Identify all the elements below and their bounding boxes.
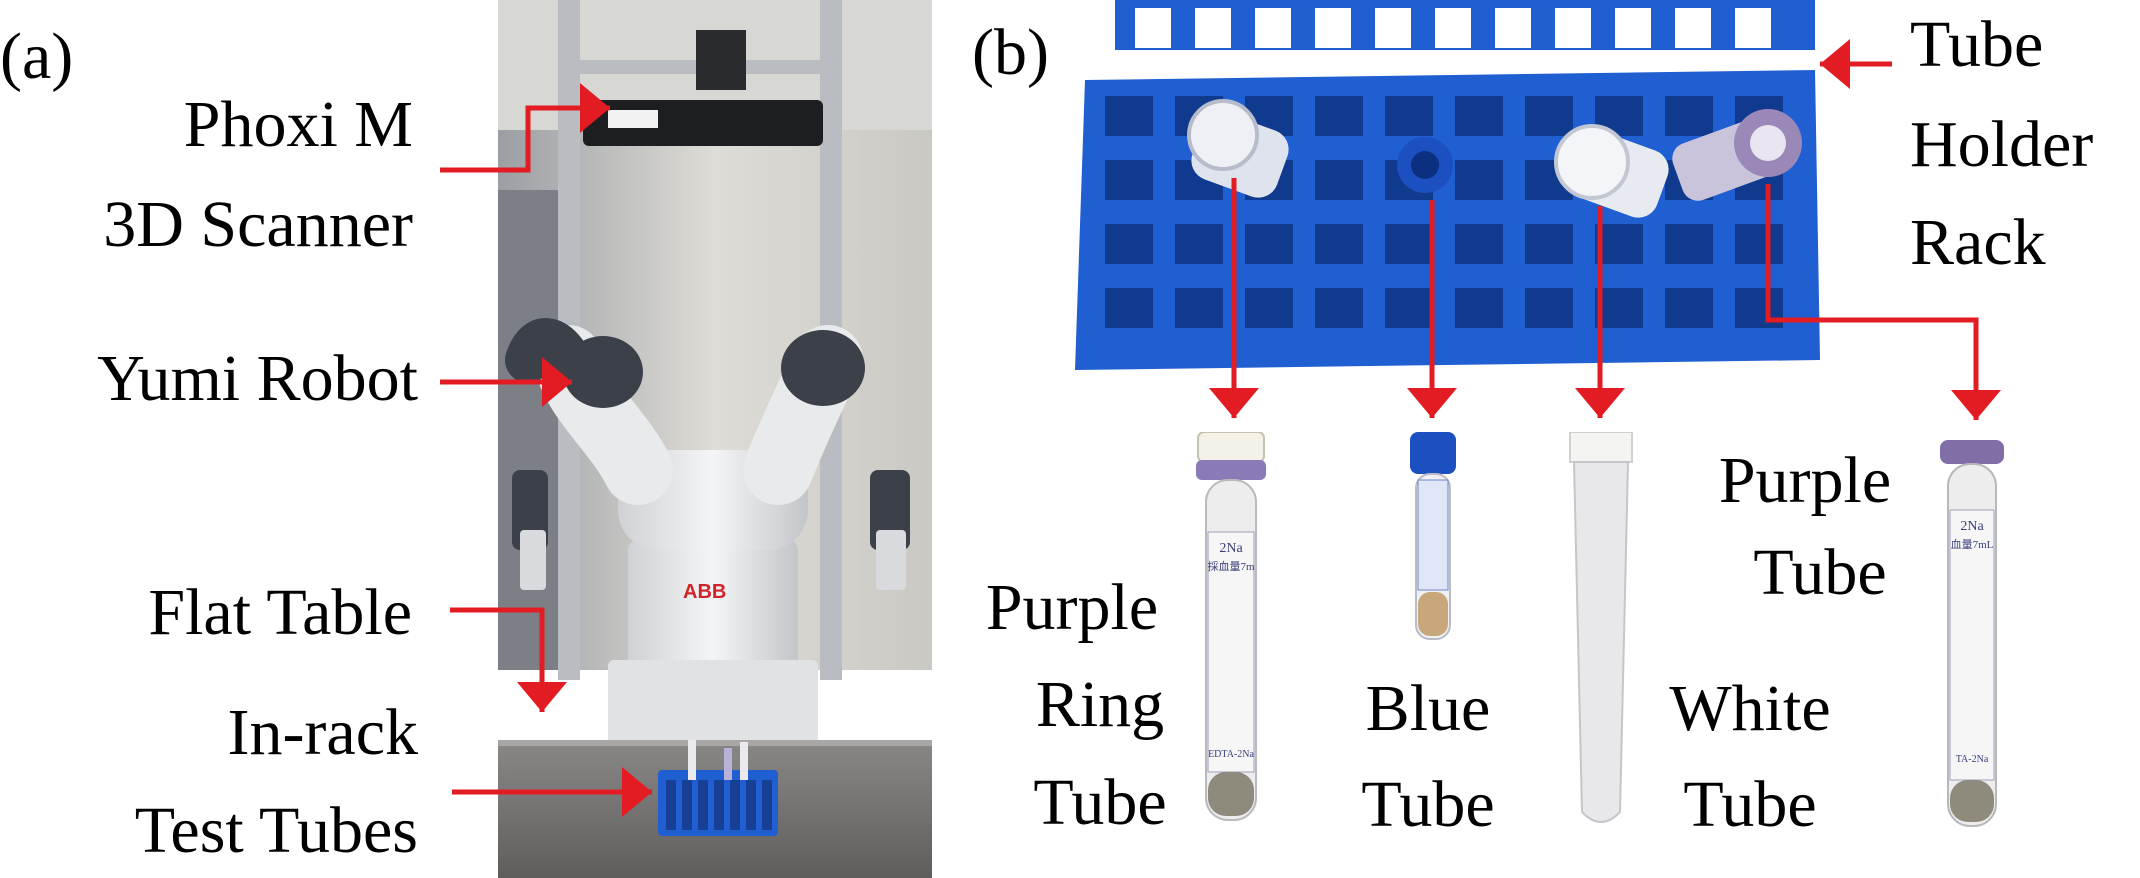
purple-label-line2: Tube (1753, 536, 1887, 609)
robot-setup-illustration: ABB (498, 0, 932, 878)
rack-label-line1: Tube (1910, 8, 2044, 81)
purple-ring-tube-volume: 採血量7m (1207, 559, 1254, 573)
scanner-label-line2: 3D Scanner (103, 188, 413, 261)
blue-label-line2: Tube (1361, 768, 1495, 841)
white-label-line1: White (1669, 672, 1831, 745)
arrow-icon (1765, 184, 2001, 420)
purple-ring-label-line1: Purple (985, 571, 1159, 644)
blue-label-line1: Blue (1365, 672, 1491, 745)
purple-tube-volume: 血量7mL (1951, 537, 1994, 551)
rack-label-line2: Holder (1910, 108, 2094, 181)
rack-tube-white (1554, 124, 1669, 218)
purple-ring-tube-photo: 2Na 採血量7m EDTA-2Na (1196, 432, 1266, 832)
arrow-icon (440, 83, 610, 173)
robot-label: Yumi Robot (97, 342, 418, 415)
tube-rack-illustration (1075, 0, 1825, 374)
rack-label-line3: Rack (1910, 206, 2046, 279)
purple-ring-tube-code: 2Na (1219, 541, 1243, 556)
table-label: Flat Table (148, 576, 412, 649)
purple-label-line1: Purple (1718, 444, 1892, 517)
tubes-label-line1: In-rack (227, 696, 418, 769)
scanner-label-line1: Phoxi M (183, 88, 413, 161)
purple-ring-label-line3: Tube (1033, 766, 1167, 839)
tube-rack-photo (1075, 0, 1825, 374)
purple-tube-code: 2Na (1960, 519, 1984, 534)
blue-tube-photo (1408, 432, 1458, 647)
rack-tube-purple (1672, 109, 1802, 201)
white-label-line2: Tube (1683, 768, 1817, 841)
purple-ring-tube-bottom-text: EDTA-2Na (1208, 749, 1254, 760)
rack-tube-purple-ring (1187, 99, 1289, 198)
panel-a-label: (a) (0, 20, 74, 93)
robot-setup-photo: ABB (498, 0, 932, 878)
purple-tube-bottom-text: TA-2Na (1956, 754, 1989, 765)
arrow-icon (450, 607, 567, 712)
abb-logo-text: ABB (683, 581, 726, 603)
purple-tube-photo: 2Na 血量7mL TA-2Na (1940, 440, 2004, 835)
white-tube-photo (1568, 432, 1634, 832)
rack-tube-blue (1397, 137, 1453, 193)
tubes-label-line2: Test Tubes (134, 794, 418, 867)
panel-b-label: (b) (972, 16, 1049, 89)
purple-ring-label-line2: Ring (1035, 668, 1165, 741)
